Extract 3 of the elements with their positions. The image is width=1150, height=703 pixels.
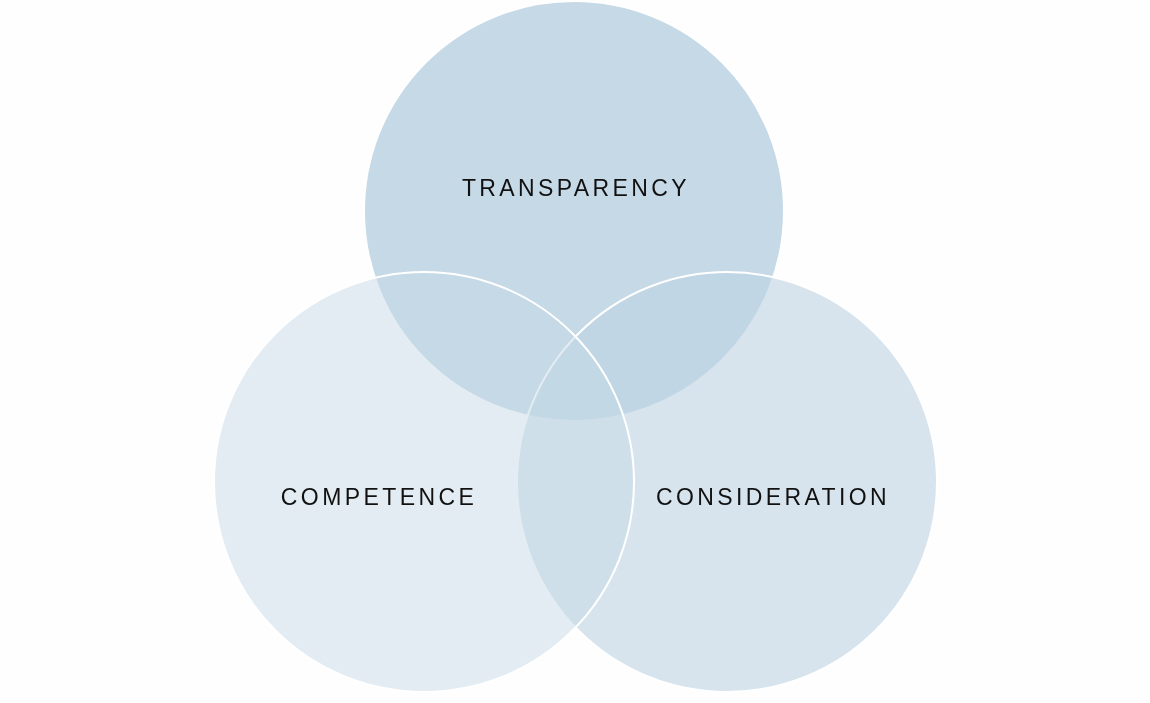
circle-label: COMPETENCE (280, 485, 478, 509)
circle-label: CONSIDERATION (655, 485, 891, 509)
circle-label: TRANSPARENCY (461, 176, 691, 200)
